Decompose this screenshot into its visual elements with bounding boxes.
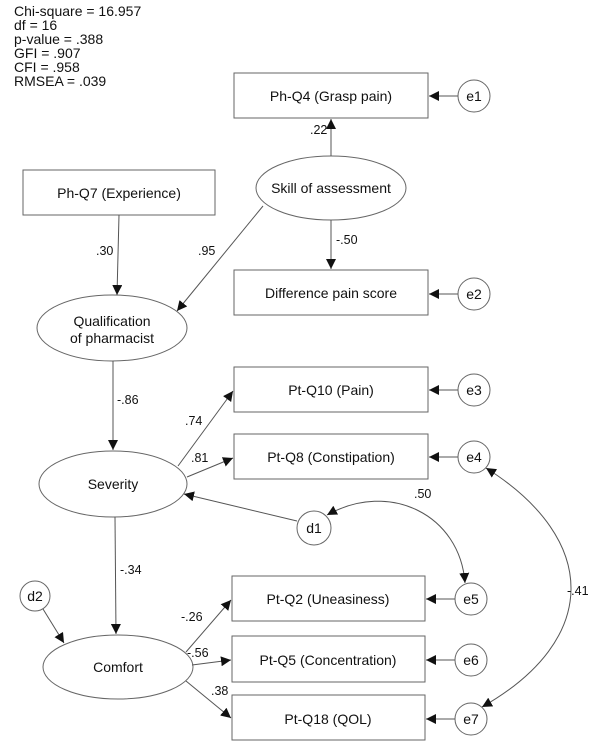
- path-d2-to-comfort: [42, 608, 65, 644]
- label-difference-pain-score: Difference pain score: [265, 285, 397, 301]
- path-severity-to-pt-q8: [186, 457, 234, 478]
- coef-d1-e5-covariance: .50: [414, 487, 431, 501]
- path-severity-to-pt-q10: [177, 390, 234, 467]
- coef-severity-to-comfort: -.34: [120, 563, 142, 577]
- coef-comfort-to-pt-q18: .38: [211, 684, 228, 698]
- path-severity-to-comfort: [110, 516, 121, 635]
- label-pt-q10: Pt-Q10 (Pain): [288, 382, 374, 398]
- covariance-d1-e5: [326, 500, 470, 584]
- label-qualification-line2: of pharmacist: [70, 330, 154, 346]
- label-e3: e3: [466, 382, 482, 398]
- box-pt-q5: [231, 635, 426, 683]
- covariance-e4-e7: [481, 467, 572, 708]
- circle-d2: [19, 580, 51, 612]
- label-e2: e2: [466, 286, 482, 302]
- box-ph-q4: [233, 72, 429, 119]
- fit-stat-df: df = 16: [14, 17, 58, 33]
- box-difference-pain-score: [233, 269, 429, 316]
- label-e1: e1: [466, 88, 482, 104]
- box-ph-q7: [22, 169, 216, 216]
- ellipse-comfort: [42, 634, 194, 700]
- ellipse-severity: [38, 450, 188, 518]
- fit-stat-rmsea: RMSEA = .039: [14, 73, 107, 89]
- coef-skill-to-qualification: .95: [198, 244, 215, 258]
- path-ph-q7-to-qualification: [112, 214, 123, 296]
- label-ph-q7: Ph-Q7 (Experience): [57, 185, 181, 201]
- path-comfort-to-pt-q2: [185, 599, 232, 653]
- path-comfort-to-pt-q18: [185, 680, 232, 719]
- label-skill-of-assessment: Skill of assessment: [271, 180, 391, 196]
- fit-stat-chi-square: Chi-square = 16.957: [14, 3, 142, 19]
- coef-ph-q7-to-qualification: .30: [96, 244, 113, 258]
- fit-stat-cfi: CFI = .958: [14, 59, 80, 75]
- fit-statistics: Chi-square = 16.957 df = 16 p-value = .3…: [14, 4, 141, 88]
- label-pt-q5: Pt-Q5 (Concentration): [260, 652, 397, 668]
- label-d1: d1: [306, 520, 322, 536]
- box-pt-q8: [233, 433, 429, 480]
- ellipse-qualification: [36, 294, 188, 362]
- box-pt-q10: [233, 366, 429, 413]
- label-e5: e5: [463, 591, 479, 607]
- label-severity: Severity: [88, 476, 139, 492]
- coef-e4-e7-covariance: -.41: [567, 584, 589, 598]
- label-e6: e6: [463, 652, 479, 668]
- path-skill-to-qualification: [176, 205, 264, 312]
- coef-skill-to-diff-pain: -.50: [336, 233, 358, 247]
- fit-stat-gfi: GFI = .907: [14, 45, 81, 61]
- box-pt-q2: [231, 575, 426, 622]
- coef-qualification-to-severity: -.86: [117, 393, 139, 407]
- coef-severity-to-pt-q8: .81: [191, 451, 208, 465]
- label-ph-q4: Ph-Q4 (Grasp pain): [270, 88, 392, 104]
- path-comfort-to-pt-q5: [191, 656, 232, 667]
- coef-comfort-to-pt-q2: -.26: [181, 610, 203, 624]
- label-e4: e4: [466, 449, 482, 465]
- box-pt-q18: [231, 694, 426, 741]
- label-pt-q18: Pt-Q18 (QOL): [284, 711, 371, 727]
- label-e7: e7: [463, 711, 479, 727]
- label-qualification-line1: Qualification: [73, 313, 150, 329]
- label-pt-q2: Pt-Q2 (Uneasiness): [267, 591, 390, 607]
- label-pt-q8: Pt-Q8 (Constipation): [267, 449, 395, 465]
- fit-stat-p-value: p-value = .388: [14, 31, 104, 47]
- coef-severity-to-pt-q10: .74: [185, 414, 202, 428]
- coef-comfort-to-pt-q5: -.56: [187, 646, 209, 660]
- label-d2: d2: [27, 588, 43, 604]
- path-d1-to-severity: [183, 491, 298, 522]
- coef-skill-to-ph-q4: .22: [310, 123, 327, 137]
- label-comfort: Comfort: [93, 659, 143, 675]
